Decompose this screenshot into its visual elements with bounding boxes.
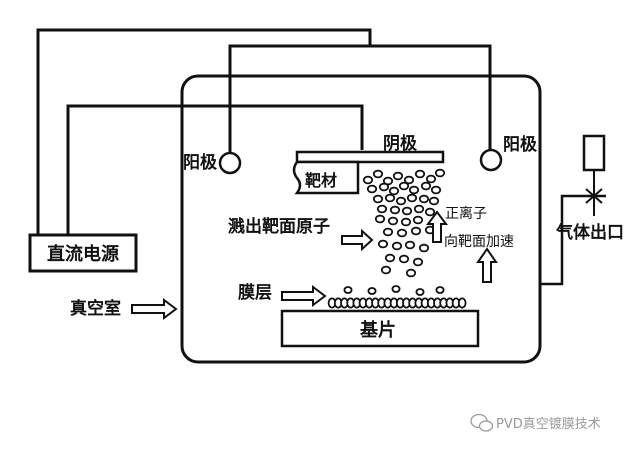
sputtered-particles	[362, 168, 446, 278]
particle	[410, 226, 422, 236]
film-particle	[367, 287, 377, 295]
anode-left-label: 阳极	[183, 153, 217, 173]
particle	[387, 216, 399, 226]
particle	[434, 168, 446, 178]
particle	[366, 184, 378, 194]
particle	[414, 169, 426, 179]
particle	[388, 186, 400, 196]
sputtered-atoms-arrow	[341, 228, 374, 252]
wechat-icon	[470, 413, 494, 432]
vacuum-chamber-arrow	[131, 298, 178, 320]
gas-valve	[582, 134, 606, 172]
particle	[420, 181, 432, 191]
particle	[372, 169, 384, 179]
particle	[413, 204, 425, 214]
particle	[401, 206, 413, 216]
particle	[395, 196, 407, 206]
particle	[425, 174, 437, 184]
film-particle	[415, 288, 425, 296]
particle	[405, 268, 417, 278]
particle	[391, 241, 403, 251]
accelerate-arrow	[476, 247, 498, 283]
particle	[378, 182, 390, 192]
particle	[389, 205, 401, 215]
particle	[428, 196, 440, 206]
film-particle	[343, 286, 353, 294]
particle	[380, 265, 392, 275]
particle	[418, 194, 430, 204]
target-block	[292, 160, 360, 195]
film-layer-arrow	[281, 285, 327, 307]
particle	[430, 185, 442, 195]
cathode-plate	[295, 150, 445, 164]
particle	[362, 175, 374, 185]
particle	[418, 243, 430, 253]
film-layer-label: 膜层	[238, 282, 272, 303]
positive-ion-label: 正离子	[445, 205, 487, 222]
vacuum-chamber	[180, 74, 542, 364]
particle	[412, 257, 424, 267]
film-particle	[435, 286, 445, 294]
anode-bus-wire	[228, 44, 492, 152]
gas-outlet-label: 气体出口	[555, 222, 624, 243]
particle	[377, 239, 389, 249]
particle	[406, 193, 418, 203]
power-wire-cathode	[66, 104, 364, 240]
particle	[424, 207, 436, 217]
anode-right-label: 阳极	[503, 135, 537, 155]
target-label: 靶材	[305, 171, 337, 190]
positive-ion-arrow	[426, 210, 448, 243]
watermark-text: PVD真空镀膜技术	[496, 416, 601, 432]
particle	[374, 214, 386, 224]
substrate-block	[280, 309, 480, 348]
cathode-label: 阴极	[383, 134, 417, 154]
anode-right	[479, 148, 503, 172]
particle	[382, 227, 394, 237]
substrate-label: 基片	[359, 319, 396, 341]
particle	[376, 204, 388, 214]
valve-symbol	[585, 188, 603, 204]
particle	[400, 217, 412, 227]
particle	[392, 171, 404, 181]
particle	[404, 240, 416, 250]
film-particle	[391, 285, 401, 293]
particle	[403, 175, 415, 185]
anode-left	[218, 151, 242, 175]
power-wire-outer	[36, 28, 372, 240]
particle	[398, 254, 410, 264]
gas-outlet-pipe	[540, 194, 606, 286]
particle	[412, 215, 424, 225]
particle	[408, 185, 420, 195]
dc-power-box	[28, 233, 138, 273]
dc-power-label: 直流电源	[47, 243, 119, 265]
particle	[384, 253, 396, 263]
particle	[398, 181, 410, 191]
accelerate-label: 向靶面加速	[444, 234, 514, 250]
particle	[384, 193, 396, 203]
watermark: PVD真空镀膜技术	[470, 413, 601, 432]
sputtered-atoms-label: 溅出靶面原子	[228, 216, 330, 237]
particle	[372, 194, 384, 204]
vacuum-chamber-label: 真空室	[70, 298, 121, 319]
particle	[396, 228, 408, 238]
film-particle	[457, 297, 467, 309]
film-layer-particles	[327, 285, 467, 309]
